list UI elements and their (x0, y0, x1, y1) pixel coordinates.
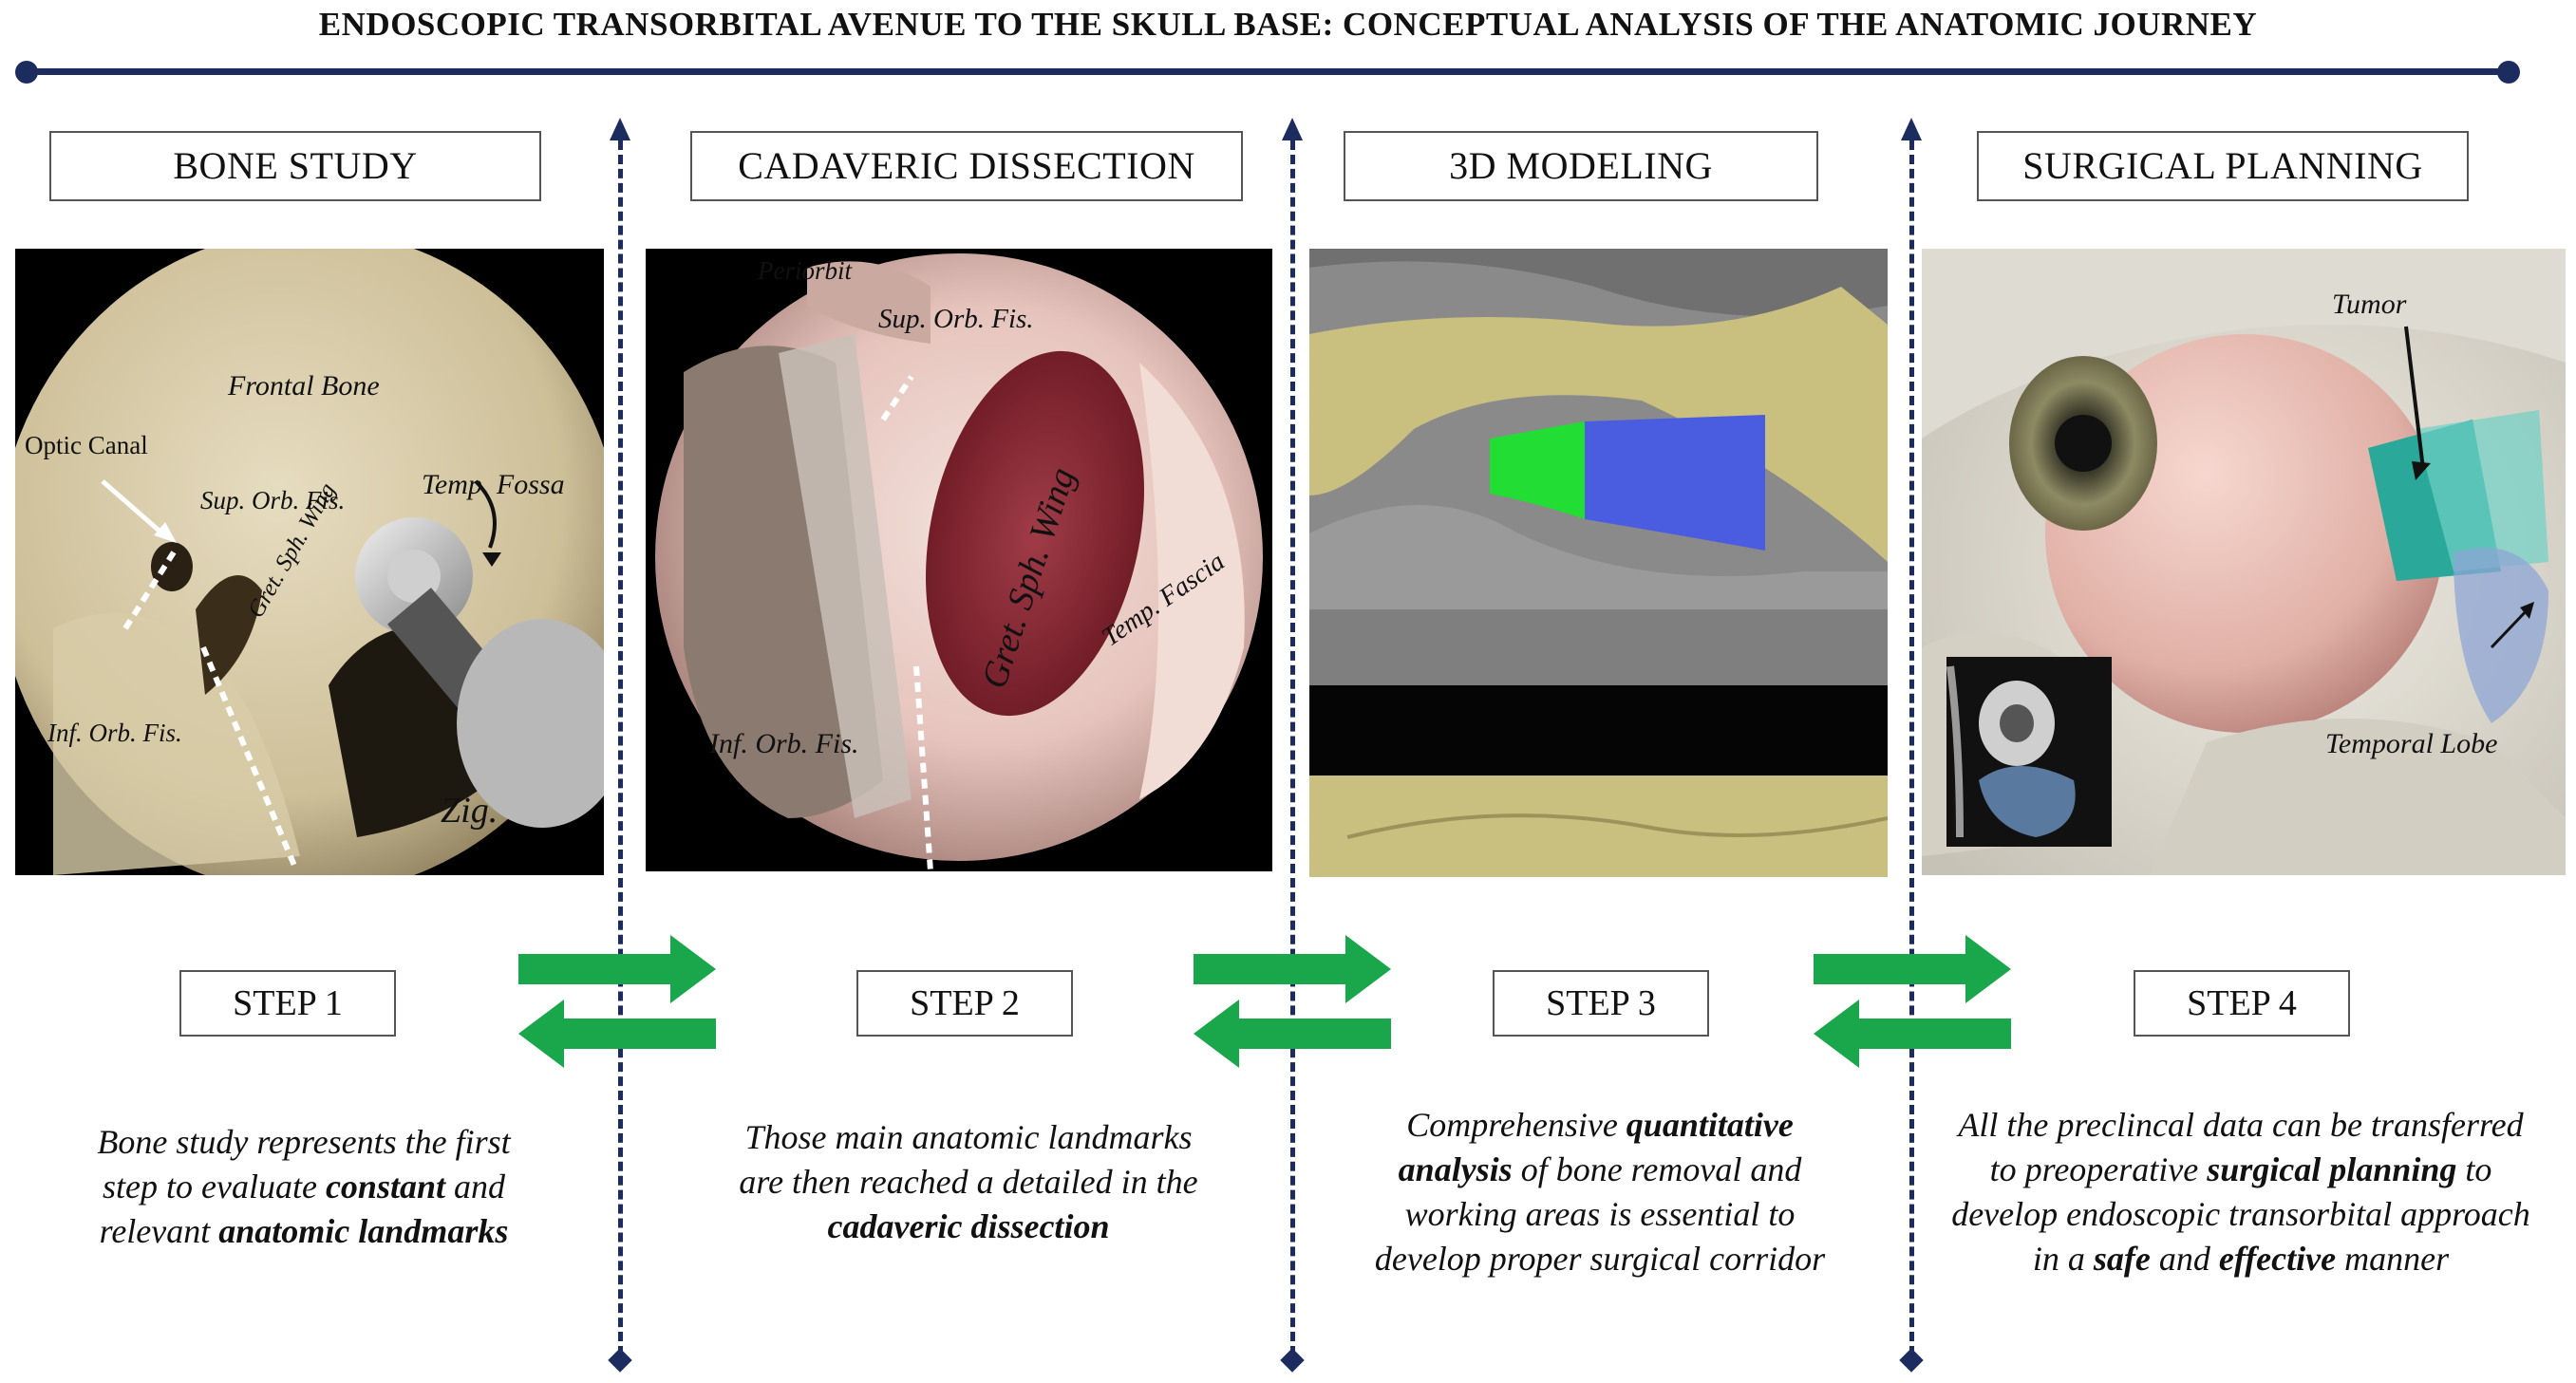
divider-3 (1899, 118, 1924, 1373)
panel-bone-study-image: Frontal Bone Optic Canal Sup. Orb. Fis. … (15, 249, 604, 875)
description-text: and (444, 1168, 505, 1205)
description-text: relevant (99, 1212, 219, 1250)
flow-arrows-2-3 (1194, 935, 1391, 1068)
panel-cadaveric-dissection-image: Periorbit Sup. Orb. Fis. Gret. Sph. Wing… (646, 249, 1272, 871)
description-line: relevant anatomic landmarks (19, 1209, 589, 1254)
description-text: Bone study represents the first (97, 1123, 511, 1161)
description-step-4: All the preclincal data can be transferr… (1918, 1103, 2564, 1281)
description-line: working areas is essential to (1315, 1192, 1885, 1237)
annotation-sup-orb-fis-2: Sup. Orb. Fis. (878, 304, 1034, 334)
description-emphasis: analysis (1398, 1150, 1513, 1188)
description-emphasis: surgical planning (2207, 1150, 2457, 1188)
description-text: of bone removal and (1512, 1150, 1802, 1188)
description-text: step to evaluate (103, 1168, 326, 1205)
stage-label-cadaveric-dissection: CADAVERIC DISSECTION (690, 131, 1243, 201)
description-line: step to evaluate constant and (19, 1165, 589, 1209)
description-text: are then reached a detailed in the (739, 1163, 1198, 1201)
annotation-frontal-bone: Frontal Bone (228, 370, 380, 402)
step-label-4: STEP 4 (2134, 970, 2350, 1037)
3d-model-illustration (1309, 249, 1888, 877)
page-title: ENDOSCOPIC TRANSORBITAL AVENUE TO THE SK… (318, 6, 2258, 43)
bone-study-illustration (15, 249, 604, 875)
surgical-planning-illustration (1922, 249, 2566, 875)
description-emphasis: constant (325, 1168, 445, 1205)
annotation-periorbit: Periorbit (758, 256, 852, 285)
step-label-3: STEP 3 (1493, 970, 1709, 1037)
description-line: develop proper surgical corridor (1315, 1237, 1885, 1281)
divider-2 (1280, 118, 1305, 1373)
description-line: cadaveric dissection (665, 1205, 1272, 1249)
description-text: All the preclincal data can be transferr… (1958, 1106, 2524, 1144)
description-line: in a safe and effective manner (1918, 1237, 2564, 1281)
description-line: are then reached a detailed in the (665, 1160, 1272, 1205)
description-line: Those main anatomic landmarks (665, 1115, 1272, 1160)
description-text: develop endoscopic transorbital approach (1951, 1195, 2530, 1233)
description-line: Bone study represents the first (19, 1120, 589, 1165)
divider-3-end (1899, 1348, 1924, 1373)
annotation-inf-orb-fis: Inf. Orb. Fis. (47, 719, 182, 747)
description-emphasis: anatomic landmarks (218, 1212, 509, 1250)
description-line: Comprehensive quantitative (1315, 1103, 1885, 1148)
description-emphasis: effective (2218, 1240, 2337, 1278)
description-text: in a (2032, 1240, 2094, 1278)
flow-arrows-3-4 (1814, 935, 2011, 1068)
rule-start-dot (15, 61, 38, 84)
cadaveric-dissection-illustration (646, 249, 1272, 871)
description-emphasis: cadaveric dissection (827, 1207, 1110, 1245)
description-line: develop endoscopic transorbital approach (1918, 1192, 2564, 1237)
description-text: and (2150, 1240, 2219, 1278)
description-line: analysis of bone removal and (1315, 1148, 1885, 1192)
description-text: working areas is essential to (1404, 1195, 1796, 1233)
divider-3-arrowhead (1901, 118, 1922, 140)
title-rule (27, 68, 2509, 75)
description-text: Comprehensive (1406, 1106, 1626, 1144)
description-text: Those main anatomic landmarks (744, 1118, 1193, 1156)
description-emphasis: safe (2093, 1240, 2151, 1278)
annotation-temporal-lobe: Temporal Lobe (2325, 728, 2498, 759)
description-line: All the preclincal data can be transferr… (1918, 1103, 2564, 1148)
annotation-inf-orb-fis-2: Inf. Orb. Fis. (709, 728, 859, 759)
description-text: manner (2336, 1240, 2450, 1278)
panel-3d-modeling-image (1309, 249, 1888, 877)
panel-surgical-planning-image: Tumor Temporal Lobe (1922, 249, 2566, 875)
annotation-temp-fossa: Temp. Fossa (422, 469, 565, 500)
divider-2-arrowhead (1282, 118, 1303, 140)
divider-1-end (608, 1348, 632, 1373)
divider-2-end (1280, 1348, 1305, 1373)
annotation-optic-canal: Optic Canal (25, 431, 148, 459)
stage-label-bone-study: BONE STUDY (49, 131, 541, 201)
description-line: to preoperative surgical planning to (1918, 1148, 2564, 1192)
description-step-1: Bone study represents the first step to e… (19, 1120, 589, 1254)
divider-1 (608, 118, 632, 1373)
description-step-2: Those main anatomic landmarks are then re… (665, 1115, 1272, 1249)
description-text: to (2456, 1150, 2492, 1188)
rule-end-dot (2497, 61, 2520, 84)
annotation-zig: Zig. (441, 791, 498, 831)
stage-label-3d-modeling: 3D MODELING (1344, 131, 1818, 201)
flow-arrows-1-2 (518, 935, 716, 1068)
stage-label-surgical-planning: SURGICAL PLANNING (1977, 131, 2469, 201)
annotation-tumor: Tumor (2332, 289, 2407, 320)
divider-1-arrowhead (610, 118, 630, 140)
step-label-2: STEP 2 (856, 970, 1073, 1037)
step-label-1: STEP 1 (179, 970, 396, 1037)
annotation-sup-orb-fis: Sup. Orb. Fis. (200, 486, 346, 514)
description-text: to preoperative (1989, 1150, 2208, 1188)
description-text: develop proper surgical corridor (1374, 1240, 1826, 1278)
description-emphasis: quantitative (1626, 1106, 1794, 1144)
